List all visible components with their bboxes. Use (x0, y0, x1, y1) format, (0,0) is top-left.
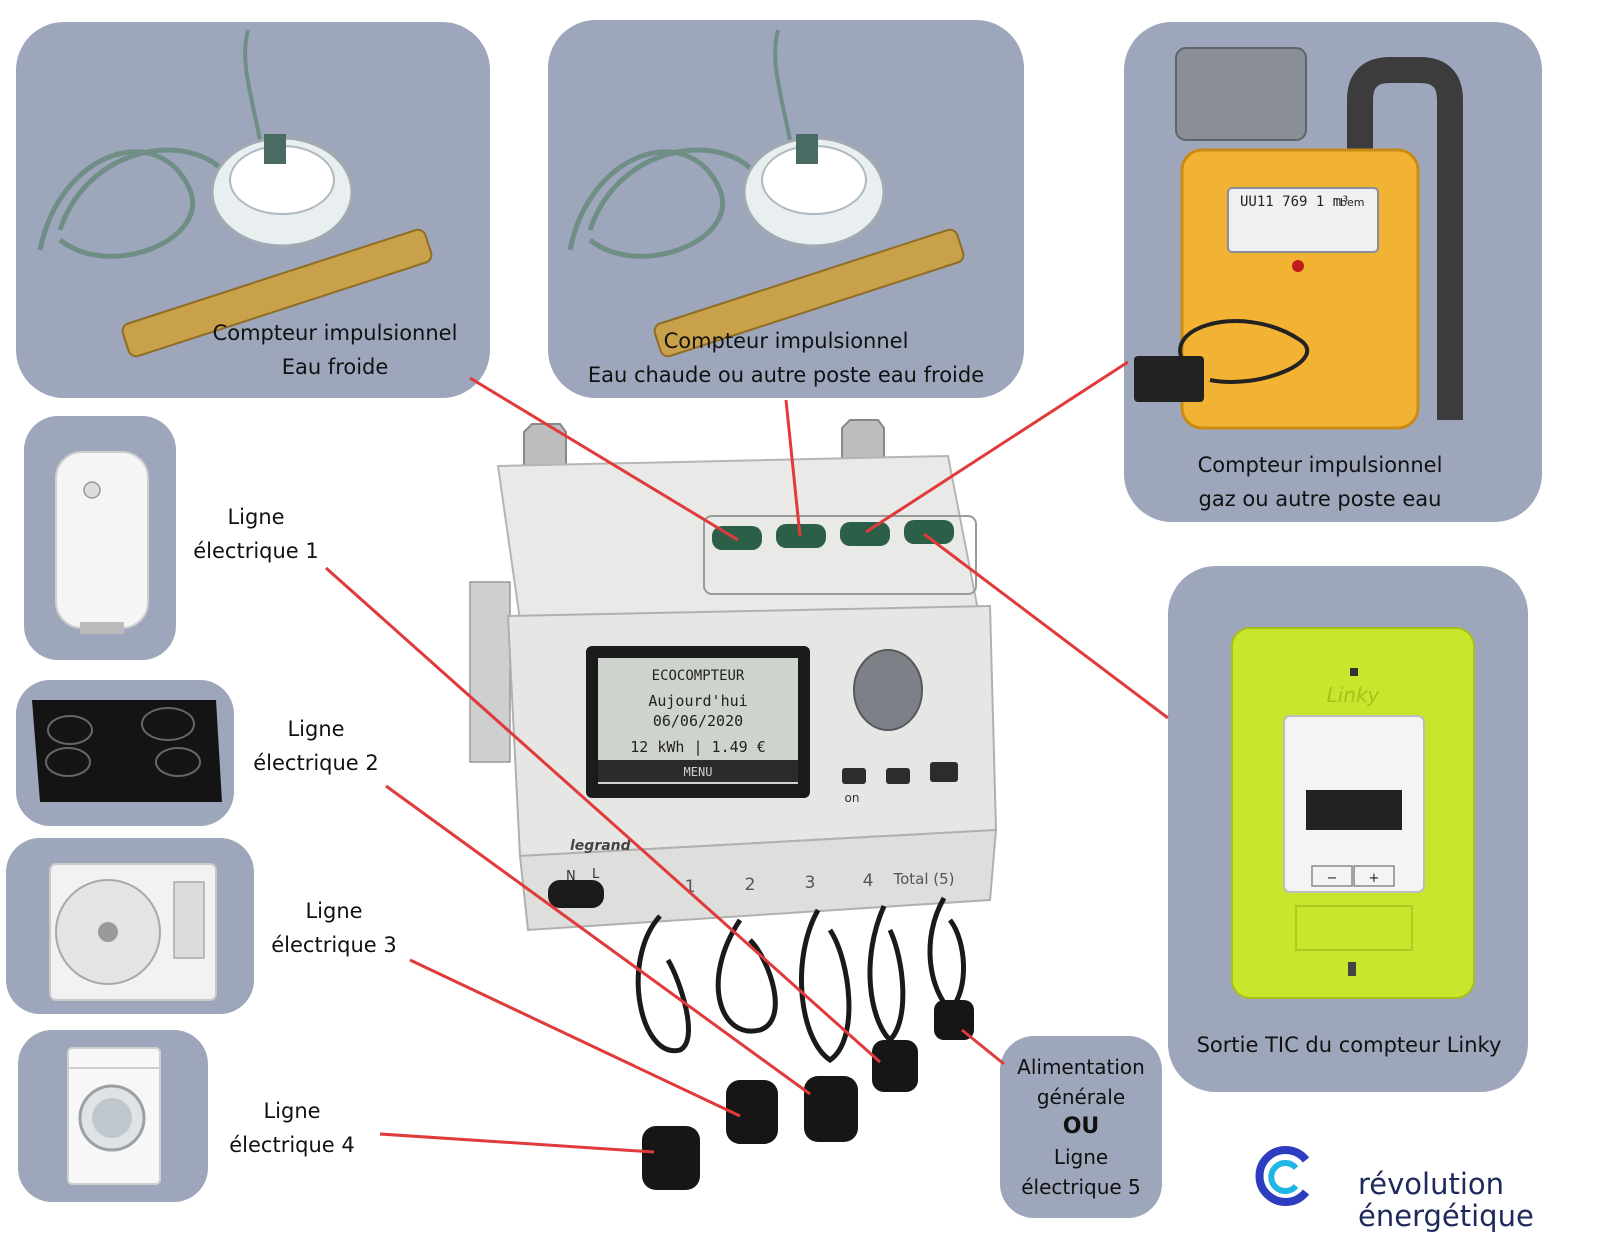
washing-machine-icon (67, 1047, 161, 1185)
water-heater-icon (55, 451, 149, 634)
linky-meter-icon: Linky − + (1231, 627, 1475, 999)
screen-title: ECOCOMPTEUR (652, 668, 745, 684)
label-line-4-title: Ligne (263, 1099, 321, 1123)
panel-alimentation (1000, 1036, 1162, 1218)
caption-linky-text: Sortie TIC du compteur Linky (1196, 1033, 1502, 1057)
alimentation-label: Alimentation générale OU Ligne électriqu… (1000, 1052, 1162, 1202)
label-line-3-sub: électrique 3 (271, 933, 397, 957)
heat-pump-icon (49, 863, 217, 1001)
gas-meter-icon: UU11 769 1 m³ bem (1134, 47, 1463, 430)
clamp-cores (642, 1000, 974, 1190)
caption-hot-water-line1: Compteur impulsionnel (663, 329, 909, 353)
caption-cold-water-line1: Compteur impulsionnel (212, 321, 458, 345)
terminal-n: N (566, 869, 576, 884)
alimentation-line5: électrique 5 (1021, 1175, 1141, 1199)
water-meter-hot-icon (567, 29, 965, 358)
revolution-energetique-logo-icon (1255, 1146, 1310, 1206)
brand-logo-line1: révolution (1358, 1167, 1505, 1201)
screen-date: 06/06/2020 (653, 712, 743, 730)
alimentation-line2: générale (1036, 1085, 1126, 1109)
water-meter-cold-icon (37, 29, 433, 358)
screen-consumption: 12 kWh | 1.49 € (630, 738, 765, 756)
label-line-1-sub: électrique 1 (193, 539, 319, 563)
caption-cold-water-line2: Eau froide (281, 355, 389, 379)
caption-gas-line1: Compteur impulsionnel (1197, 453, 1443, 477)
gas-meter-reading: UU11 769 1 m³ (1240, 194, 1350, 210)
label-line-4: Ligne électrique 4 (212, 1094, 372, 1162)
screen-menu: MENU (684, 765, 713, 779)
screen-today: Aujourd'hui (648, 692, 747, 710)
caption-cold-water: Compteur impulsionnel Eau froide (150, 316, 520, 384)
brand-logo-text: révolution énergétique (1358, 1168, 1534, 1232)
input-label-1: 1 (685, 877, 696, 897)
alimentation-ou: OU (1062, 1114, 1100, 1139)
input-label-total: Total (5) (892, 870, 954, 888)
alimentation-line4: Ligne (1053, 1145, 1109, 1169)
input-label-3: 3 (805, 873, 816, 893)
gas-meter-brand: bem (1340, 196, 1364, 209)
caption-gas-line2: gaz ou autre poste eau (1198, 487, 1442, 511)
linky-meter-name: Linky (1327, 683, 1381, 707)
input-label-2: 2 (745, 875, 756, 895)
cooktop-icon (32, 700, 222, 802)
legrand-brand: legrand (570, 838, 632, 854)
label-line-3: Ligne électrique 3 (254, 894, 414, 962)
linky-plus-button: + (1369, 871, 1380, 886)
ecocompteur-device: ECOCOMPTEUR Aujourd'hui 06/06/2020 12 kW… (469, 419, 998, 932)
label-line-1-title: Ligne (227, 505, 285, 529)
caption-hot-water-line2: Eau chaude ou autre poste eau froide (587, 363, 985, 387)
brand-logo-line2: énergétique (1358, 1199, 1534, 1233)
connector-lines (325, 360, 1169, 1154)
label-line-2-sub: électrique 2 (253, 751, 379, 775)
label-line-3-title: Ligne (305, 899, 363, 923)
caption-hot-water: Compteur impulsionnel Eau chaude ou autr… (566, 324, 1006, 392)
label-line-4-sub: électrique 4 (229, 1133, 355, 1157)
linky-minus-button: − (1327, 871, 1338, 886)
caption-linky: Sortie TIC du compteur Linky (1174, 1028, 1524, 1062)
current-clamps (635, 896, 967, 1064)
terminal-l: L (592, 867, 600, 882)
input-label-4: 4 (863, 871, 874, 891)
alimentation-line1: Alimentation (1017, 1055, 1145, 1079)
label-line-2: Ligne électrique 2 (236, 712, 396, 780)
brand-logo: révolution énergétique (1290, 1168, 1590, 1238)
label-line-2-title: Ligne (287, 717, 345, 741)
caption-gas: Compteur impulsionnel gaz ou autre poste… (1160, 448, 1480, 516)
label-line-1: Ligne électrique 1 (176, 500, 336, 568)
on-label: on (845, 791, 860, 805)
